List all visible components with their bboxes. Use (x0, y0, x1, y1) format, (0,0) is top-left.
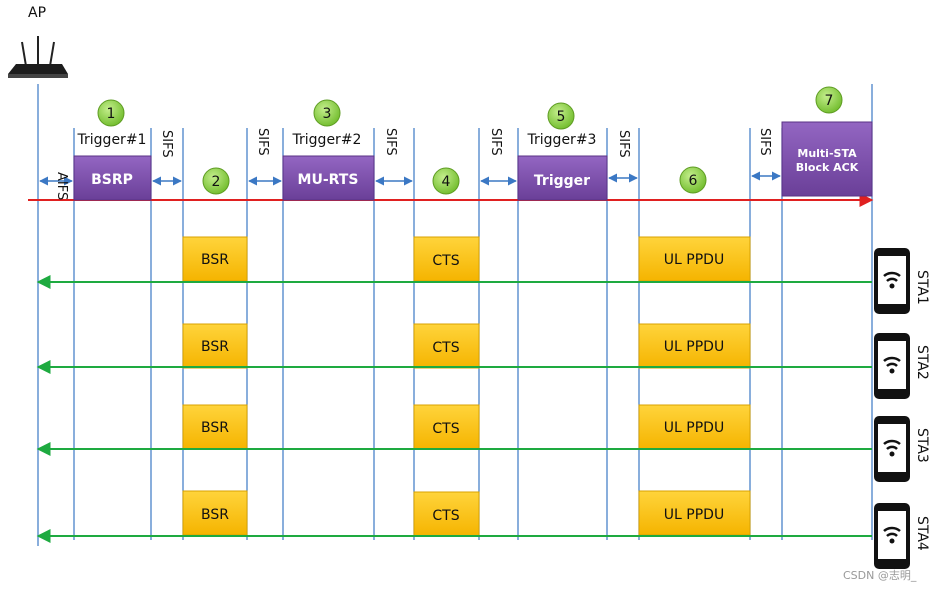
ul-ppdu-frame (638, 323, 751, 369)
sta3-row: BSR CTS UL PPDU (36, 404, 872, 456)
svg-text:3: 3 (323, 106, 332, 122)
cts-frame (413, 236, 480, 282)
mu-rts-frame: MU-RTS (282, 155, 375, 201)
ul-ppdu-frame (638, 490, 751, 536)
bsr-label: BSR (201, 420, 229, 436)
bsr-frame (182, 404, 248, 450)
step-circle: 3 (313, 99, 341, 127)
smartphone-icon (874, 248, 910, 314)
cts-label: CTS (432, 508, 459, 524)
svg-text:2: 2 (212, 174, 221, 190)
svg-text:5: 5 (557, 109, 566, 125)
cts-label: CTS (432, 340, 459, 356)
sifs-label: SIFS (255, 128, 270, 156)
step-circle: 7 (815, 86, 843, 114)
ul-ppdu-label: UL PPDU (664, 420, 724, 436)
trigger3-label: Trigger#3 (527, 132, 597, 148)
svg-text:Trigger: Trigger (534, 173, 590, 189)
svg-text:Multi-STA: Multi-STA (797, 147, 857, 160)
svg-text:MU-RTS: MU-RTS (298, 172, 359, 188)
trigger-frame: Trigger (517, 155, 608, 201)
svg-text:1: 1 (107, 106, 116, 122)
sta2-row: BSR CTS UL PPDU (36, 323, 872, 374)
ul-ppdu-frame (638, 236, 751, 282)
smartphone-icon (874, 416, 910, 482)
aifs-label: AIFS (54, 172, 69, 200)
bsr-label: BSR (201, 252, 229, 268)
step-circle: 2 (202, 167, 230, 195)
multi-sta-block-ack-frame: Multi-STA Block ACK (781, 121, 873, 197)
step-circle: 4 (432, 167, 460, 195)
svg-text:BSRP: BSRP (91, 172, 133, 188)
smartphone-icon (874, 333, 910, 399)
cts-label: CTS (432, 421, 459, 437)
bsr-label: BSR (201, 339, 229, 355)
step-circle: 6 (679, 166, 707, 194)
sifs-label: SIFS (616, 130, 631, 158)
watermark: CSDN @志明_ (843, 569, 917, 582)
router-icon (8, 36, 68, 78)
sta1-label: STA1 (914, 270, 930, 305)
sta4-label: STA4 (914, 516, 930, 551)
ul-ppdu-label: UL PPDU (664, 252, 724, 268)
sifs-label: SIFS (159, 130, 174, 158)
sifs-label: SIFS (757, 128, 772, 156)
bsr-frame (182, 323, 248, 369)
bsr-frame (182, 236, 248, 282)
smartphone-icon (874, 503, 910, 569)
sifs-label: SIFS (488, 128, 503, 156)
sta3-label: STA3 (914, 428, 930, 463)
svg-text:6: 6 (689, 173, 698, 189)
cts-frame (413, 323, 480, 369)
cts-frame (413, 491, 480, 537)
sta1-row: BSR CTS UL PPDU (36, 236, 872, 289)
ul-ppdu-label: UL PPDU (664, 507, 724, 523)
svg-text:7: 7 (825, 93, 834, 109)
ifs-arrows (39, 171, 781, 186)
trigger2-label: Trigger#2 (292, 132, 362, 148)
ul-ppdu-label: UL PPDU (664, 339, 724, 355)
sta4-row: BSR CTS UL PPDU (36, 490, 872, 543)
svg-text:Block ACK: Block ACK (796, 161, 859, 174)
cts-frame (413, 404, 480, 450)
bsr-label: BSR (201, 507, 229, 523)
ap-label: AP (28, 5, 46, 21)
cts-label: CTS (432, 253, 459, 269)
step-circle: 5 (547, 102, 575, 130)
sifs-label: SIFS (383, 128, 398, 156)
svg-text:4: 4 (442, 174, 451, 190)
bsrp-frame: BSRP (73, 155, 152, 201)
trigger1-label: Trigger#1 (77, 132, 147, 148)
step-circle: 1 (97, 99, 125, 127)
sta2-label: STA2 (914, 345, 930, 380)
